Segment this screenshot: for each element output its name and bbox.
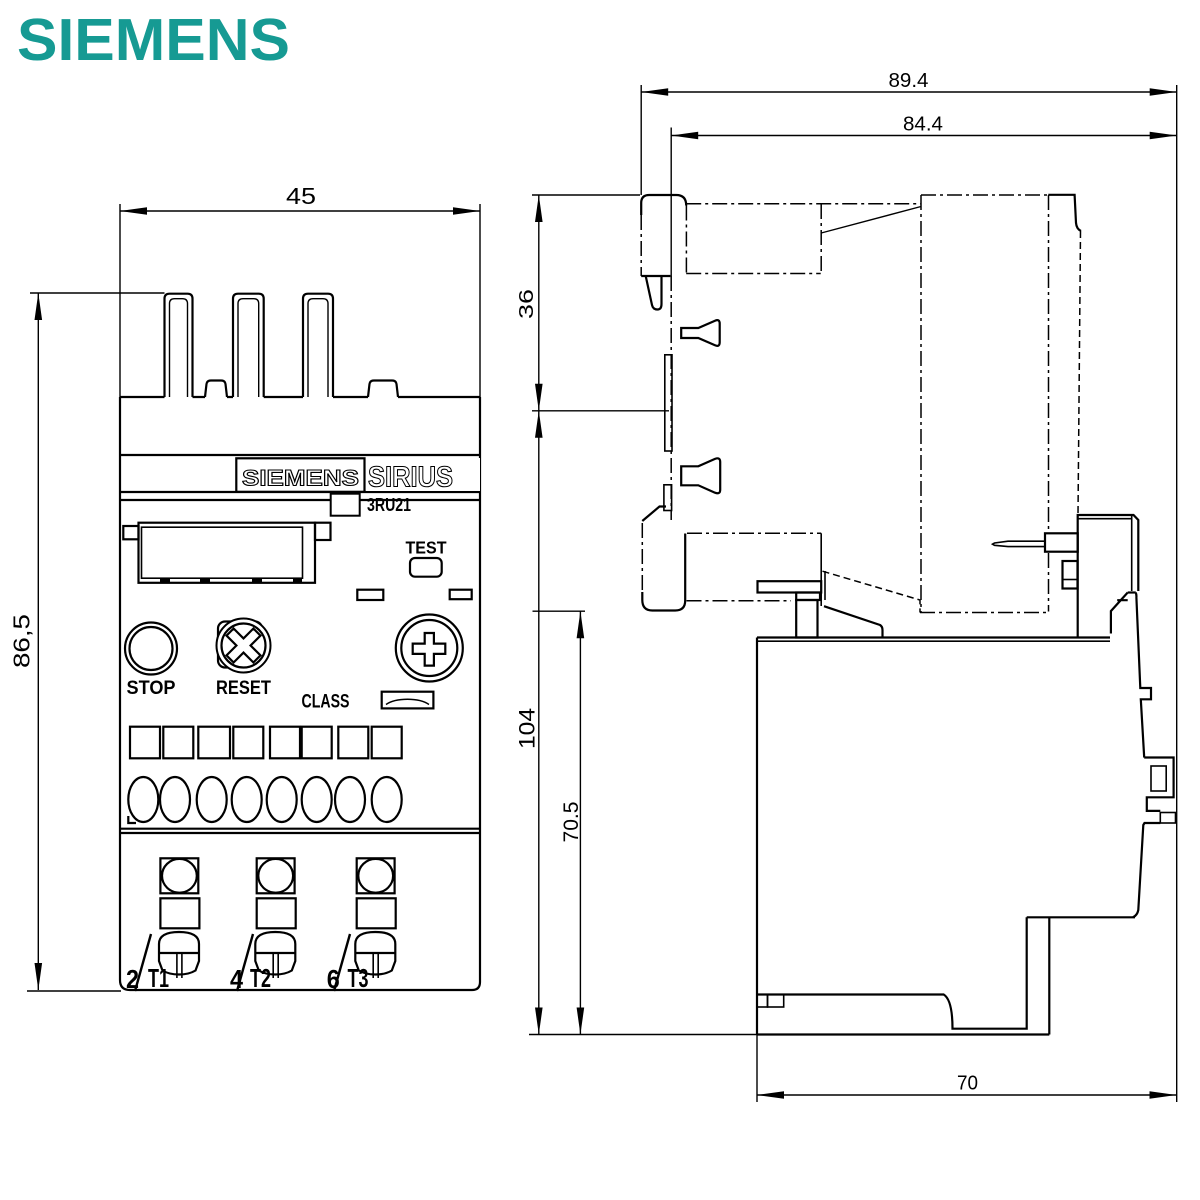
svg-text:3RU21: 3RU21 xyxy=(367,495,411,515)
svg-text:4: 4 xyxy=(230,964,243,994)
svg-text:SIRIUS: SIRIUS xyxy=(368,462,453,494)
svg-text:104: 104 xyxy=(515,708,540,749)
svg-text:84.4: 84.4 xyxy=(903,114,943,136)
svg-text:86,5: 86,5 xyxy=(9,614,35,668)
svg-text:T3: T3 xyxy=(348,963,369,993)
svg-text:STOP: STOP xyxy=(127,678,176,699)
svg-text:89.4: 89.4 xyxy=(889,70,929,92)
svg-text:T2: T2 xyxy=(250,963,271,993)
svg-text:T1: T1 xyxy=(148,963,169,993)
svg-text:45: 45 xyxy=(286,183,316,209)
svg-text:70.5: 70.5 xyxy=(559,801,583,842)
svg-text:RESET: RESET xyxy=(216,678,271,699)
svg-text:SIEMENS: SIEMENS xyxy=(17,7,290,73)
svg-text:2: 2 xyxy=(126,964,139,994)
svg-text:CLASS: CLASS xyxy=(302,692,350,713)
svg-text:TEST: TEST xyxy=(406,538,447,558)
svg-text:36: 36 xyxy=(516,289,538,319)
svg-text:70: 70 xyxy=(957,1073,978,1095)
svg-text:SIEMENS: SIEMENS xyxy=(242,466,359,491)
